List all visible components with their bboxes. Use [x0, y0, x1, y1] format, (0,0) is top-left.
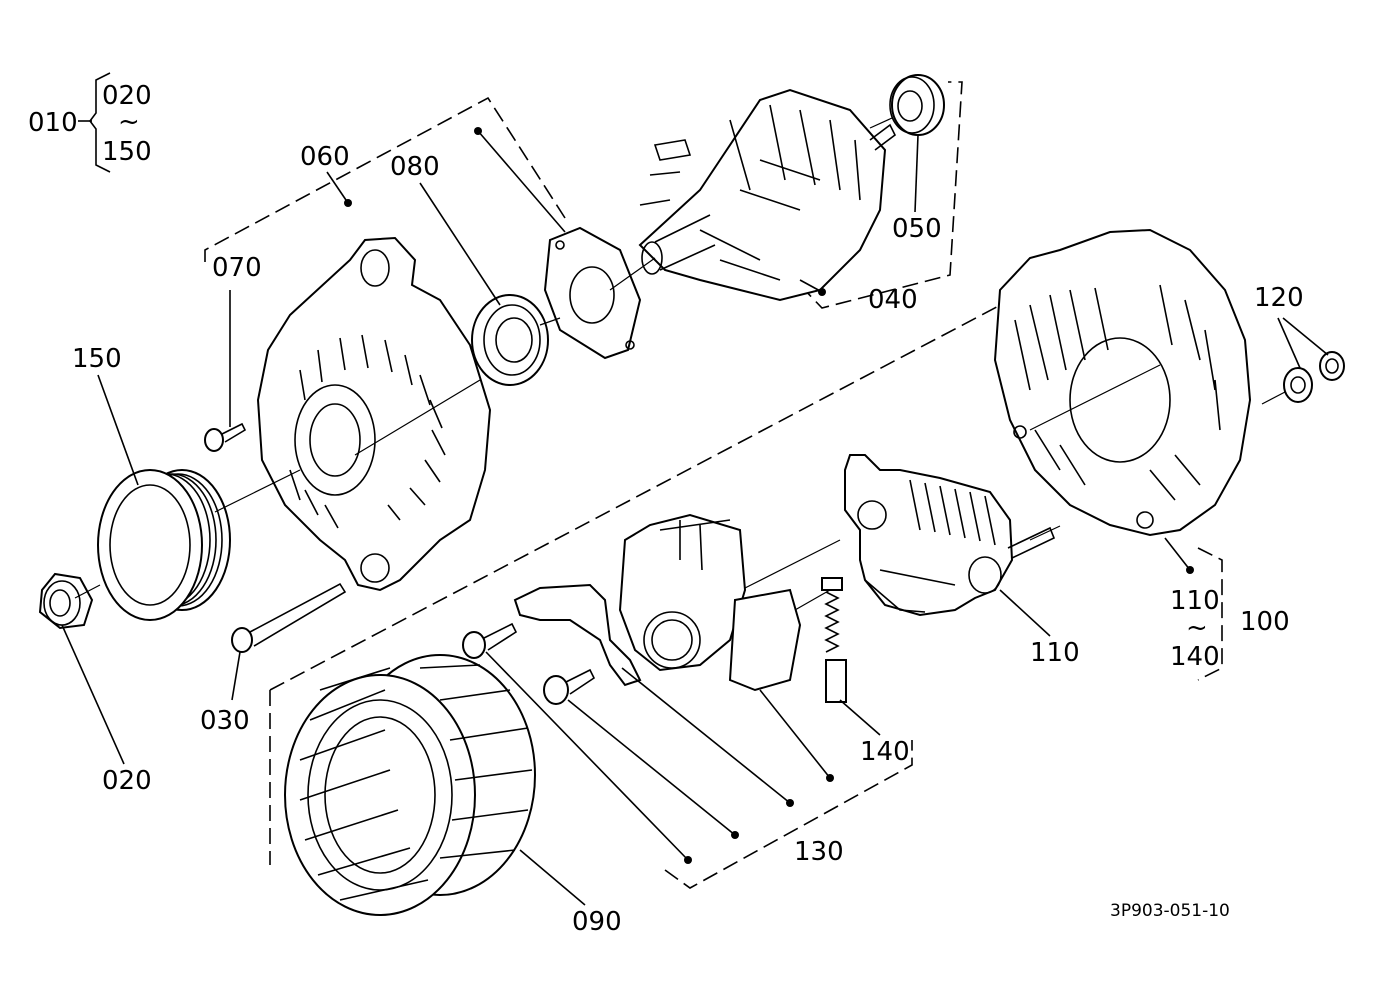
label-080: 080 — [390, 152, 440, 182]
leader-100 — [1164, 537, 1191, 571]
leader-dot-130-a — [684, 856, 692, 864]
label-range-tilde-b: ~ — [1186, 613, 1208, 643]
label-130: 130 — [794, 837, 844, 867]
label-150: 150 — [72, 344, 122, 374]
screw-130-a — [462, 622, 518, 659]
leader-150 — [97, 374, 139, 486]
leader-040 — [799, 279, 823, 293]
leader-dot-060 — [344, 199, 352, 207]
nut-part-020 — [38, 572, 94, 630]
label-100: 100 — [1240, 607, 1290, 637]
leader-130-b — [567, 699, 736, 836]
label-010: 010 — [28, 108, 78, 138]
label-050: 050 — [892, 214, 942, 244]
leader-dot-040 — [818, 288, 826, 296]
label-020: 020 — [102, 766, 152, 796]
leader-plate — [477, 130, 566, 233]
leader-030 — [231, 651, 241, 701]
bearing-part-050 — [889, 74, 945, 136]
label-040: 040 — [868, 285, 918, 315]
leader-dot-130-d — [826, 774, 834, 782]
drawing-code: 3P903-051-10 — [1110, 901, 1230, 921]
leader-120-a — [1277, 317, 1301, 369]
leader-130-d — [759, 689, 831, 779]
bearing-retainer-plate — [543, 226, 642, 360]
stator-part-090 — [284, 654, 536, 916]
leader-090 — [519, 849, 586, 906]
label-140: 140 — [860, 737, 910, 767]
label-range-tilde-a: ~ — [118, 107, 140, 137]
leader-dot-plate — [474, 127, 482, 135]
label-150-range-end: 150 — [102, 137, 152, 167]
leader-dot-100 — [1186, 566, 1194, 574]
regulator-assembly — [513, 513, 802, 692]
leader-dot-130-b — [731, 831, 739, 839]
pulley-part-150 — [97, 469, 231, 621]
leader-140 — [839, 699, 881, 736]
group-boundary-130 — [664, 740, 913, 889]
label-070: 070 — [212, 253, 262, 283]
leader-020 — [61, 624, 125, 765]
leader-080 — [419, 182, 501, 306]
assembly-axis-line — [74, 117, 1286, 599]
leader-060 — [326, 171, 349, 204]
nuts-part-120 — [1283, 351, 1345, 403]
front-housing-part-060 — [256, 236, 492, 592]
label-110-range-start: 110 — [1170, 586, 1220, 616]
leader-110 — [999, 589, 1051, 637]
through-bolt-part-030 — [231, 582, 347, 653]
assembly-axis-line-2 — [744, 539, 841, 611]
label-110: 110 — [1030, 638, 1080, 668]
leader-050 — [914, 134, 919, 213]
leader-130-c — [621, 667, 791, 804]
group-boundary-upper — [204, 96, 566, 262]
label-090: 090 — [572, 907, 622, 937]
bearing-part-080 — [471, 294, 549, 386]
rotor-part-040 — [638, 88, 897, 302]
leader-130-a — [485, 651, 689, 861]
label-140-range-end: 140 — [1170, 642, 1220, 672]
leader-dot-130-c — [786, 799, 794, 807]
screw-130-b — [543, 668, 596, 705]
group-boundary-100 — [1197, 547, 1223, 681]
brace-010 — [89, 72, 111, 173]
label-060: 060 — [300, 142, 350, 172]
label-020-range-start: 020 — [102, 81, 152, 111]
rear-housing-part-100 — [993, 228, 1252, 537]
group-boundary-040 — [799, 81, 963, 309]
label-120: 120 — [1254, 283, 1304, 313]
screw-part-070 — [204, 422, 247, 452]
leader-120-b — [1282, 317, 1329, 356]
label-030: 030 — [200, 706, 250, 736]
rectifier-part-110 — [844, 454, 1056, 617]
brush-part-140 — [821, 577, 847, 703]
group-boundary-main — [269, 299, 1011, 865]
